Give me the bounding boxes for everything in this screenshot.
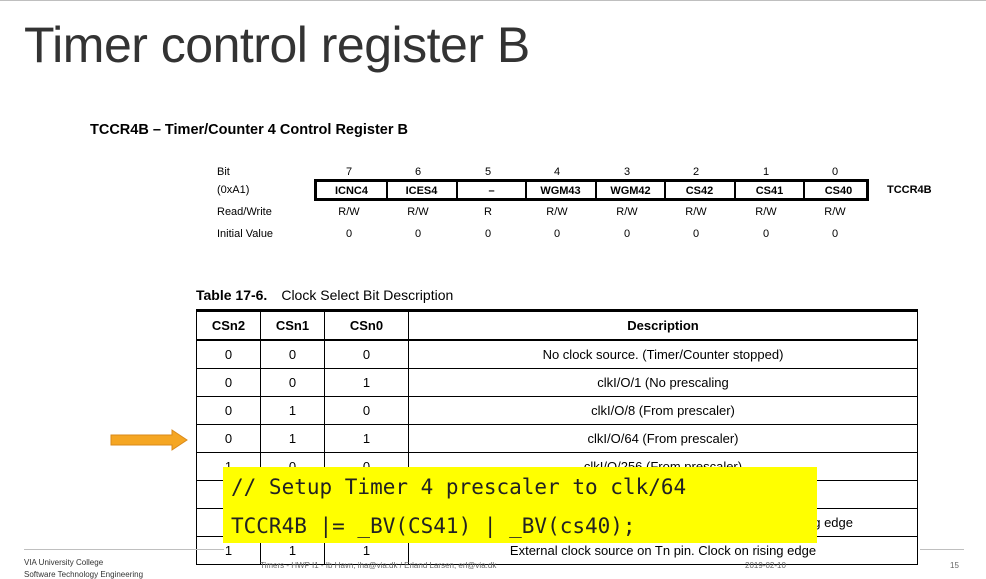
rw-value: R/W xyxy=(407,206,429,218)
table-cell: 0 xyxy=(260,339,325,369)
bit-number: 7 xyxy=(345,166,353,178)
initial-value-label: Initial Value xyxy=(217,228,274,240)
bit-number: 1 xyxy=(762,166,770,178)
rw-value: R/W xyxy=(338,206,360,218)
init-value: 0 xyxy=(345,228,353,240)
bit-name: WGM42 xyxy=(610,185,651,197)
footer-department: Software Technology Engineering xyxy=(24,570,144,579)
bit-label: Bit xyxy=(217,166,230,178)
table-cell: 1 xyxy=(260,396,325,425)
bit-name: CS40 xyxy=(824,185,853,197)
slide-title: Timer control register B xyxy=(24,17,530,73)
bit-number: 3 xyxy=(623,166,631,178)
table-title: Clock Select Bit Description xyxy=(281,287,454,303)
table-row: 0 0 1 clkI/O/1 (No prescaling xyxy=(196,368,918,397)
table-cell: 0 xyxy=(196,396,261,425)
column-header: CSn1 xyxy=(260,309,325,341)
footer-divider-left xyxy=(24,549,224,550)
rw-value: R/W xyxy=(546,206,568,218)
code-statement-line: TCCR4B |= _BV(CS41) | _BV(cs40); xyxy=(231,514,636,538)
top-border xyxy=(0,0,986,1)
column-header: CSn2 xyxy=(196,309,261,341)
column-header: Description xyxy=(408,309,918,341)
table-cell: No clock source. (Timer/Counter stopped) xyxy=(408,339,918,369)
rw-value: R/W xyxy=(755,206,777,218)
rw-value: R xyxy=(484,206,492,218)
bit-number: 6 xyxy=(414,166,422,178)
rw-value: R/W xyxy=(824,206,846,218)
bit-name: CS41 xyxy=(755,185,784,197)
bit-name: ICNC4 xyxy=(334,185,368,197)
bit-name: CS42 xyxy=(685,185,714,197)
bit-name: ICES4 xyxy=(405,185,438,197)
footer-organization: VIA University College xyxy=(24,558,104,567)
bit-name: – xyxy=(488,185,495,197)
table-cell: 0 xyxy=(260,368,325,397)
table-cell: 0 xyxy=(196,339,261,369)
bit-number: 0 xyxy=(831,166,839,178)
column-header: CSn0 xyxy=(324,309,409,341)
code-highlight-box: // Setup Timer 4 prescaler to clk/64 TCC… xyxy=(223,467,817,543)
rw-value: R/W xyxy=(616,206,638,218)
register-heading: TCCR4B – Timer/Counter 4 Control Registe… xyxy=(90,122,408,138)
table-header-row: CSn2 CSn1 CSn0 Description xyxy=(196,309,918,341)
init-value: 0 xyxy=(553,228,561,240)
bit-number: 2 xyxy=(692,166,700,178)
init-value: 0 xyxy=(414,228,422,240)
table-row-selected: 0 1 1 clkI/O/64 (From prescaler) xyxy=(196,424,918,453)
table-cell: clkI/O/8 (From prescaler) xyxy=(408,396,918,425)
table-row: 0 1 0 clkI/O/8 (From prescaler) xyxy=(196,396,918,425)
rw-value: R/W xyxy=(685,206,707,218)
init-value: 0 xyxy=(692,228,700,240)
bit-number: 5 xyxy=(484,166,492,178)
read-write-label: Read/Write xyxy=(217,206,272,218)
init-value: 0 xyxy=(831,228,839,240)
table-cell: 0 xyxy=(196,424,261,453)
register-name: TCCR4B xyxy=(887,184,932,196)
table-row: 0 0 0 No clock source. (Timer/Counter st… xyxy=(196,339,918,369)
page-number: 15 xyxy=(950,561,959,570)
table-cell: 1 xyxy=(324,424,409,453)
table-cell: 1 xyxy=(324,368,409,397)
code-comment-line: // Setup Timer 4 prescaler to clk/64 xyxy=(231,475,687,499)
table-caption: Table 17-6. Clock Select Bit Description xyxy=(196,287,453,303)
table-cell: 0 xyxy=(324,396,409,425)
table-cell: 0 xyxy=(196,368,261,397)
footer-divider-right xyxy=(920,549,964,550)
footer-authors: Timers - HWP I1 - Ib Havn, iha@via.dk / … xyxy=(260,561,497,570)
bit-name: WGM43 xyxy=(540,185,581,197)
register-bit-box: ICNC4 ICES4 – WGM43 WGM42 CS42 CS41 CS40 xyxy=(314,179,869,201)
register-address: (0xA1) xyxy=(217,184,250,196)
table-cell: 1 xyxy=(260,424,325,453)
footer-date: 2019-02-10 xyxy=(745,561,786,570)
table-cell: clkI/O/1 (No prescaling xyxy=(408,368,918,397)
table-cell: 0 xyxy=(324,339,409,369)
arrow-right-icon xyxy=(110,429,188,451)
init-value: 0 xyxy=(484,228,492,240)
init-value: 0 xyxy=(762,228,770,240)
init-value: 0 xyxy=(623,228,631,240)
table-cell: clkI/O/64 (From prescaler) xyxy=(408,424,918,453)
bit-number: 4 xyxy=(553,166,561,178)
table-label: Table 17-6. xyxy=(196,287,268,303)
